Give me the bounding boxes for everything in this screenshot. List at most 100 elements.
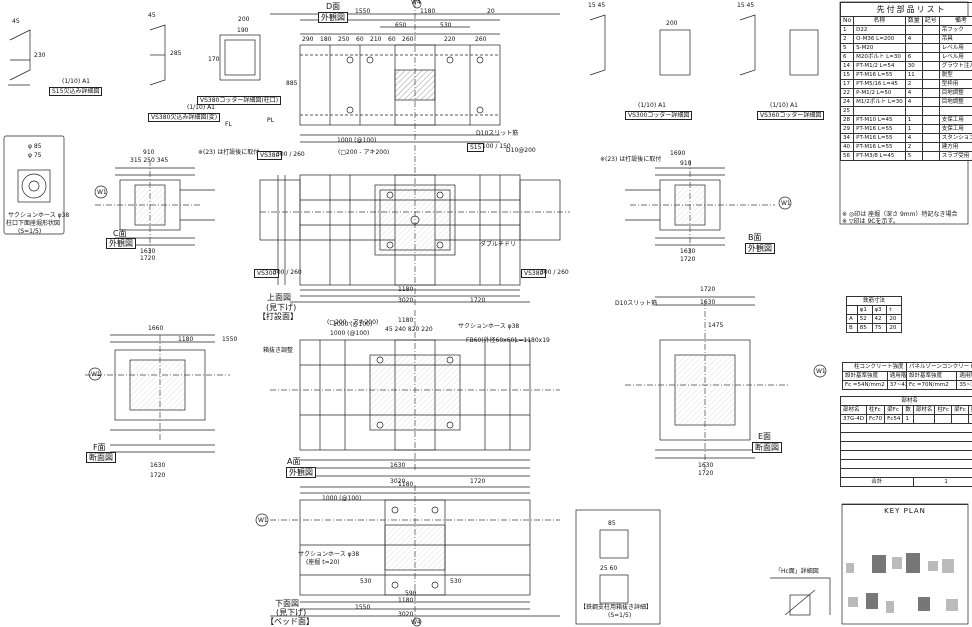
parts-cell: 5 [839, 43, 855, 53]
parts-cell: 2 [839, 34, 855, 44]
suction-bottom: サクションホース φ38 [298, 551, 360, 558]
vs300-detail [589, 14, 691, 76]
dim-a-bot3: 1720 [470, 478, 486, 485]
key-plan-title: KEY PLAN [884, 507, 926, 515]
dim-d-bot4: 3020 [398, 297, 414, 304]
member-r0-6 [951, 414, 969, 424]
cover-r0-2: 42 [871, 314, 888, 324]
s15-dim: 100 / 150 [482, 143, 511, 150]
d-face-title: D面 [326, 2, 341, 11]
key-plan-mosaic [906, 553, 920, 573]
parts-cell: 40 [839, 142, 855, 152]
c-face-view [95, 160, 215, 255]
dim-d-row3-2: 250 [338, 36, 350, 43]
e-face-view [625, 296, 790, 470]
key-plan-mosaic [846, 563, 854, 573]
d-face-view [270, 2, 560, 143]
parts-cell [921, 115, 940, 125]
parts-cell [921, 151, 940, 161]
dim-a-bot2: 3020 [390, 478, 406, 485]
cover-r1-2: 75 [871, 323, 888, 333]
note23-left: ※(23) は打設後に取付 [198, 149, 260, 156]
e-face-title: E面 [758, 432, 772, 441]
parts-cell: 4 [904, 34, 923, 44]
parts-cell [921, 124, 940, 134]
parts-cell: 脱型 [938, 70, 972, 80]
parts-cell: 22 [839, 88, 855, 98]
top-sub2: 【打設面】 [258, 312, 298, 321]
member-r0-5 [934, 414, 953, 424]
dim-vs380-h: 285 [170, 50, 182, 57]
a-face-view [270, 310, 560, 477]
parts-note-0: ※ ◎印は 座掘（深さ 9mm）特記なき場合 [842, 211, 958, 218]
w4-marker-top [412, 0, 422, 9]
dim-bot-top: 1180 [398, 481, 414, 488]
dim-d-side: 885 [286, 80, 298, 87]
parts-cell: 24 [839, 97, 855, 107]
parts-cell: PT-M16 L=55 [853, 133, 906, 143]
parts-cell: 17 [839, 79, 855, 89]
w1-marker-f [88, 367, 102, 381]
dim-box-in: 190 [237, 27, 249, 34]
hinge-caption: 「Hc面」詳細図 [775, 568, 819, 575]
dim-d-mid: 1180 [420, 8, 436, 15]
parts-list-title: 先付部品リスト [840, 2, 972, 16]
dim-box-w: 200 [238, 16, 250, 23]
member-h3: 数 [902, 405, 914, 415]
hoops: D10@200 [506, 147, 536, 154]
a-face-sub: 外観図 [286, 467, 316, 478]
f-face-title: F面 [93, 443, 106, 452]
key-plan-mosaic [872, 555, 886, 573]
s15-detail [8, 29, 31, 86]
b-face-title: B面 [748, 233, 762, 242]
parts-cell [921, 43, 940, 53]
conc-right-title: パネルゾーンコンクリート強度 [906, 362, 972, 372]
suction-detail [3, 135, 65, 235]
parts-cell: 4 [904, 133, 923, 143]
parts-cell [921, 70, 940, 80]
dim-d-row3-5: 60 [388, 36, 396, 43]
b-face-sub: 外観図 [745, 243, 775, 254]
parts-cell: スラブ受用 [938, 151, 972, 161]
f-face-sub: 断面図 [86, 452, 116, 463]
parts-header-name: 名称 [853, 16, 906, 26]
dim-d-top: 1550 [355, 8, 371, 15]
parts-cell: レベル用 [938, 43, 972, 53]
parts-cell: 1 [904, 115, 923, 125]
parts-cell: 吊フック [938, 25, 972, 35]
dim-d-bot1: 1000 (@100) [337, 137, 377, 144]
hinge-detail [770, 577, 831, 616]
dim-d-row3-6: 260 [402, 36, 414, 43]
parts-cell [921, 61, 940, 71]
vs380-right-dim: 300 / 260 [540, 269, 569, 276]
parts-cell: 29 [839, 124, 855, 134]
parts-cell: レベル用 [938, 52, 972, 62]
w1-label-e: W1 [816, 368, 826, 375]
parts-header-note: 備考 [938, 16, 972, 26]
dim-bot-top2: 1000 (@100) [322, 495, 362, 502]
top-title: 上面図 [267, 293, 291, 302]
parts-cell [853, 106, 906, 116]
s15-tag: S15 [467, 143, 485, 152]
parts-cell [921, 52, 940, 62]
w1-marker-b [778, 196, 792, 210]
dim-f-top2: 1180 [178, 336, 194, 343]
dim-bot-bot2: 1550 [355, 604, 371, 611]
dim-s15-w: 45 [12, 18, 20, 25]
parts-cell [921, 106, 940, 116]
w1-label-f: W1 [91, 371, 101, 378]
f-face-view [85, 334, 230, 453]
member-r0-2: Fc54 [884, 414, 904, 424]
parts-header-qty: 数量 [904, 16, 923, 26]
member-r0-0: 37G-4D [840, 414, 867, 424]
dim-c-top: 910 [143, 149, 155, 156]
fb-mark: FB60(外径60x60) [466, 337, 517, 344]
vs380-box-detail [219, 34, 261, 81]
parts-cell: 支保工用 [938, 124, 972, 134]
w4-label-bottom: W4 [411, 619, 421, 626]
